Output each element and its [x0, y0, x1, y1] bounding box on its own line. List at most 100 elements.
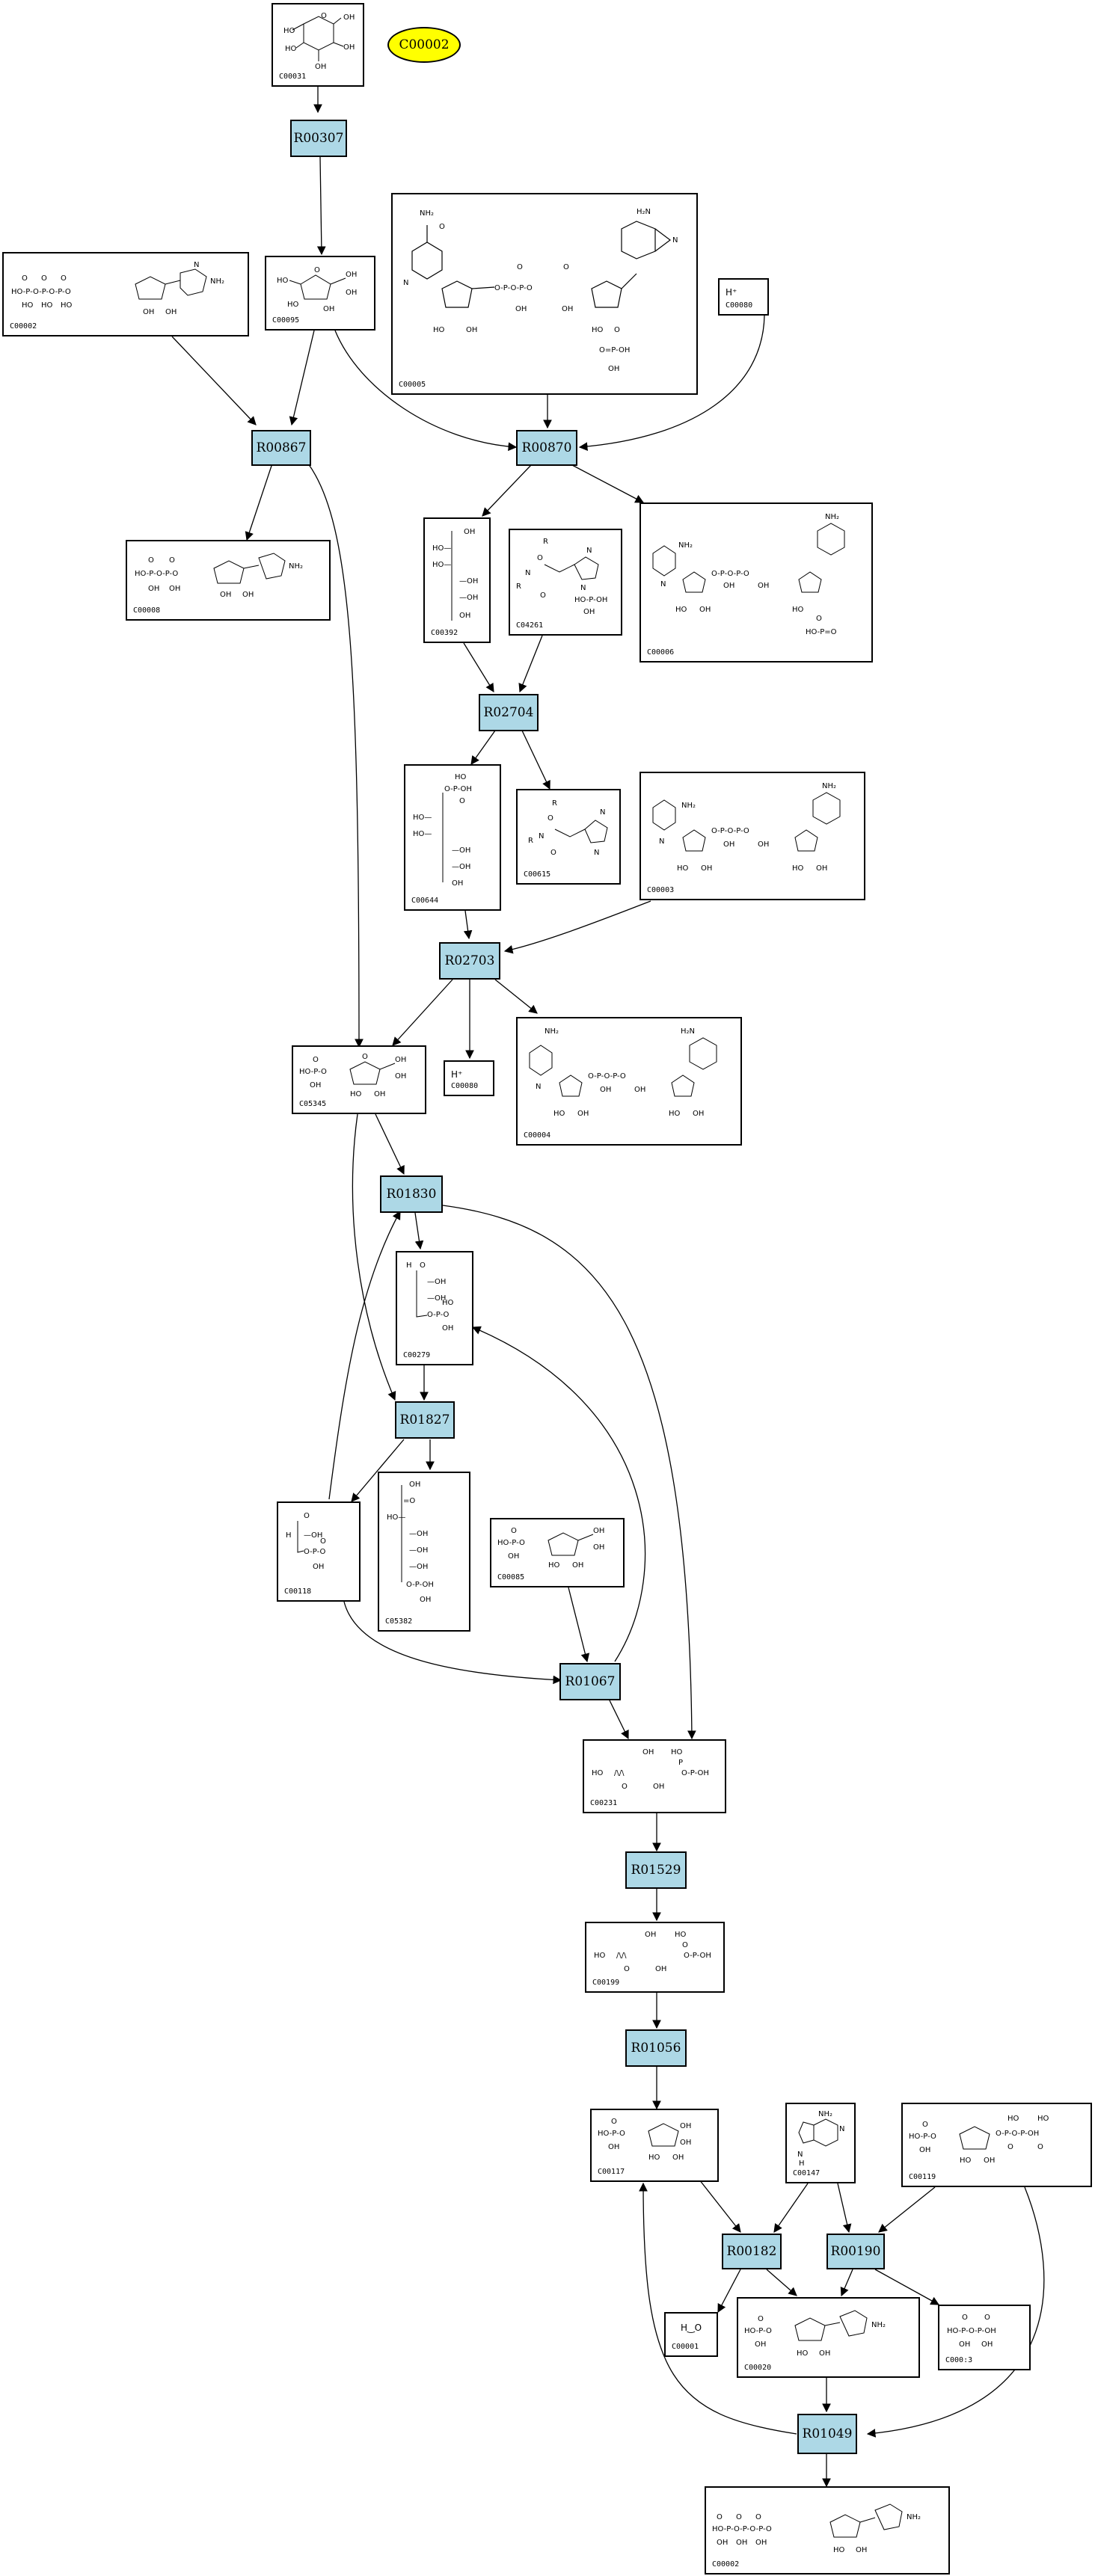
edge-c05345-r01827	[352, 1113, 396, 1401]
svg-text:HO: HO	[548, 1561, 560, 1570]
svg-text:HO: HO	[350, 1090, 362, 1098]
svg-text:N: N	[194, 261, 199, 269]
reaction-r00307[interactable]: R00307	[290, 120, 347, 157]
compound-id: C00199	[592, 1979, 620, 1987]
svg-text:R: R	[543, 538, 548, 546]
svg-text:O: O	[517, 263, 523, 271]
svg-text:HO—: HO—	[387, 1513, 405, 1522]
svg-text:OH: OH	[464, 528, 475, 536]
reaction-r00870[interactable]: R00870	[516, 430, 577, 466]
svg-text:O-P-O-P-O: O-P-O-P-O	[494, 284, 533, 292]
edge-r01049-c00117	[639, 2182, 797, 2435]
svg-text:NH₂: NH₂	[210, 277, 224, 286]
svg-text:HO: HO	[287, 301, 299, 309]
svg-text:OH: OH	[515, 305, 527, 313]
svg-text:—OH: —OH	[427, 1294, 446, 1303]
reaction-r01067[interactable]: R01067	[559, 1663, 621, 1700]
svg-text:HO: HO	[669, 1110, 681, 1118]
svg-text:O-P-O-P-O: O-P-O-P-O	[588, 1072, 626, 1080]
svg-text:OH: OH	[593, 1527, 604, 1535]
svg-text:OH: OH	[717, 2539, 728, 2547]
svg-text:N: N	[586, 547, 592, 555]
svg-text:HO-P-O: HO-P-O	[299, 1068, 327, 1076]
svg-text:O: O	[922, 2121, 928, 2129]
reaction-r01049[interactable]: R01049	[797, 2414, 857, 2454]
query-compound-c00002[interactable]: C00002	[387, 27, 461, 63]
svg-text:H: H	[799, 2160, 805, 2165]
reaction-r00182[interactable]: R00182	[722, 2234, 782, 2269]
svg-text:OH: OH	[466, 326, 477, 334]
compound-c00001[interactable]: H‿O C00001	[664, 2312, 718, 2357]
edge-c05345-r01830	[375, 1113, 405, 1175]
edge-r00190-c00013	[874, 2269, 940, 2305]
compound-id: C00117	[598, 2168, 625, 2176]
reaction-r02703[interactable]: R02703	[439, 942, 500, 980]
svg-text:N: N	[672, 236, 678, 245]
reaction-r01056[interactable]: R01056	[625, 2029, 687, 2067]
svg-text:OH: OH	[693, 1110, 704, 1118]
edge-r02703-c05345	[392, 979, 453, 1046]
reaction-r02704[interactable]: R02704	[479, 694, 539, 731]
svg-text:HO: HO	[675, 606, 687, 614]
compound-c00080-top[interactable]: H⁺ C00080	[718, 278, 769, 316]
svg-text:HO: HO	[1007, 2115, 1019, 2123]
svg-text:OH: OH	[459, 612, 470, 620]
reaction-r00867[interactable]: R00867	[251, 430, 311, 466]
compound-id: C00002	[10, 322, 37, 331]
svg-text:N: N	[797, 2151, 803, 2159]
svg-text:OH: OH	[310, 1081, 321, 1089]
reaction-r01529[interactable]: R01529	[625, 1851, 687, 1889]
reaction-r01830[interactable]: R01830	[380, 1175, 443, 1213]
compound-id: C04261	[516, 621, 544, 630]
svg-text:OH: OH	[699, 606, 711, 614]
svg-text:OH: OH	[959, 2340, 970, 2349]
compound-c00080-mid[interactable]: H⁺ C00080	[444, 1060, 494, 1096]
reaction-r00190[interactable]: R00190	[826, 2234, 885, 2269]
svg-text:NH₂: NH₂	[907, 2513, 921, 2521]
svg-text:O: O	[816, 615, 822, 623]
svg-text:HO: HO	[433, 326, 445, 334]
svg-text:OH: OH	[701, 864, 712, 873]
edge-r00182-c00001	[717, 2269, 741, 2314]
svg-text:HO: HO	[592, 326, 604, 334]
svg-text:O: O	[682, 1941, 688, 1949]
svg-text:HO: HO	[442, 1299, 454, 1307]
svg-text:OH: OH	[148, 585, 159, 593]
reaction-r01827[interactable]: R01827	[395, 1401, 455, 1439]
svg-text:O-P-OH: O-P-OH	[444, 785, 472, 793]
svg-text:/\/\: /\/\	[616, 1952, 627, 1960]
svg-text:—OH: —OH	[409, 1563, 428, 1571]
svg-text:OH: OH	[981, 2340, 993, 2349]
